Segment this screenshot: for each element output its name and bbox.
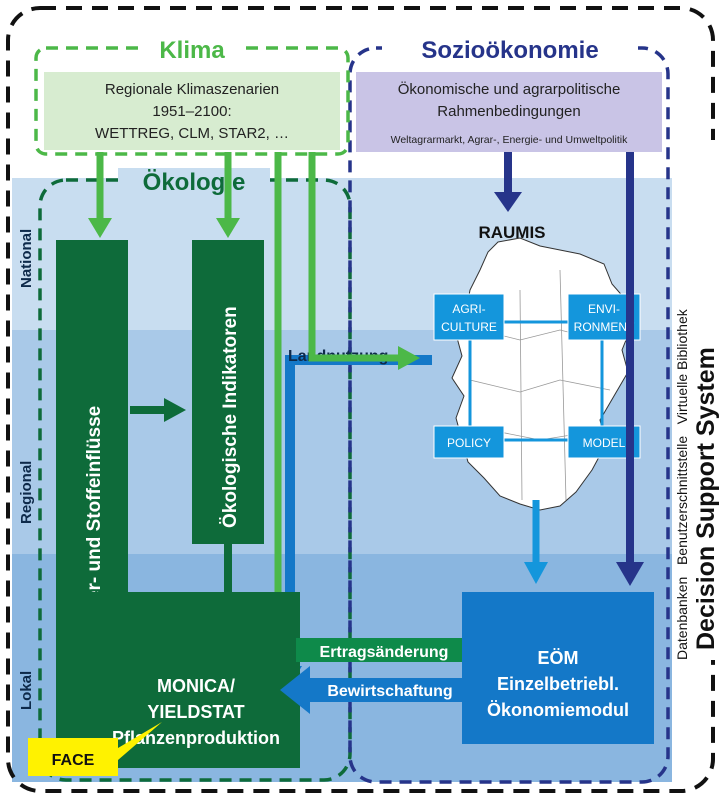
side-dss-title: Decision Support System bbox=[692, 347, 720, 650]
svg-text:RONMENT: RONMENT bbox=[574, 320, 635, 334]
face-label: FACE bbox=[52, 752, 95, 769]
indikatoren-label: Ökologische Indikatoren bbox=[220, 306, 241, 528]
klima-box-line3: WETTREG, CLM, STAR2, … bbox=[95, 125, 289, 142]
svg-text:MODEL: MODEL bbox=[583, 436, 626, 450]
svg-text:Ökonomiemodul: Ökonomiemodul bbox=[487, 700, 629, 720]
klima-box bbox=[44, 72, 340, 150]
svg-text:Einzelbetriebl.: Einzelbetriebl. bbox=[497, 674, 619, 694]
level-lokal: Lokal bbox=[18, 671, 35, 710]
svg-text:EÖM: EÖM bbox=[537, 648, 578, 668]
svg-text:AGRI-: AGRI- bbox=[452, 302, 485, 316]
ertrag-label: Ertragsänderung bbox=[320, 644, 449, 661]
svg-text:ENVI-: ENVI- bbox=[588, 302, 620, 316]
svg-text:Pflanzenproduktion: Pflanzenproduktion bbox=[112, 728, 280, 748]
section-sozio: Sozioökonomie bbox=[421, 37, 598, 64]
level-national: National bbox=[18, 229, 35, 288]
wasser-label: Wasser- und Stoffeinflüsse bbox=[84, 406, 105, 650]
svg-text:POLICY: POLICY bbox=[447, 436, 491, 450]
sozio-box-line2: Rahmenbedingungen bbox=[437, 103, 580, 120]
face-callout bbox=[28, 722, 162, 776]
klima-box-line1: Regionale Klimaszenarien bbox=[105, 81, 279, 98]
side-tools-line: Datenbanken Benutzerschnittstelle Virtue… bbox=[674, 308, 690, 660]
arrow-bewirtschaftung bbox=[280, 666, 470, 714]
level-regional: Regional bbox=[18, 461, 35, 524]
box-indikatoren bbox=[192, 240, 264, 544]
section-klima: Klima bbox=[159, 37, 225, 64]
sozio-region bbox=[348, 46, 670, 784]
sozio-box-line3: Weltagrarmarkt, Agrar-, Energie- und Umw… bbox=[391, 134, 628, 146]
svg-text:MONICA/: MONICA/ bbox=[157, 676, 235, 696]
bewirtschaftung-label: Bewirtschaftung bbox=[327, 683, 452, 700]
sozio-box bbox=[356, 72, 662, 152]
raumis-agriculture bbox=[433, 293, 505, 341]
klima-box-line2: 1951–2100: bbox=[152, 103, 231, 120]
box-eom bbox=[462, 592, 654, 744]
sozio-box-line1: Ökonomische und agrarpolitische bbox=[398, 80, 621, 98]
raumis-title: RAUMIS bbox=[478, 223, 545, 242]
svg-text:YIELDSTAT: YIELDSTAT bbox=[147, 702, 244, 722]
raumis-policy bbox=[433, 425, 505, 459]
arrow-ertrag bbox=[296, 626, 496, 674]
svg-text:CULTURE: CULTURE bbox=[441, 320, 497, 334]
